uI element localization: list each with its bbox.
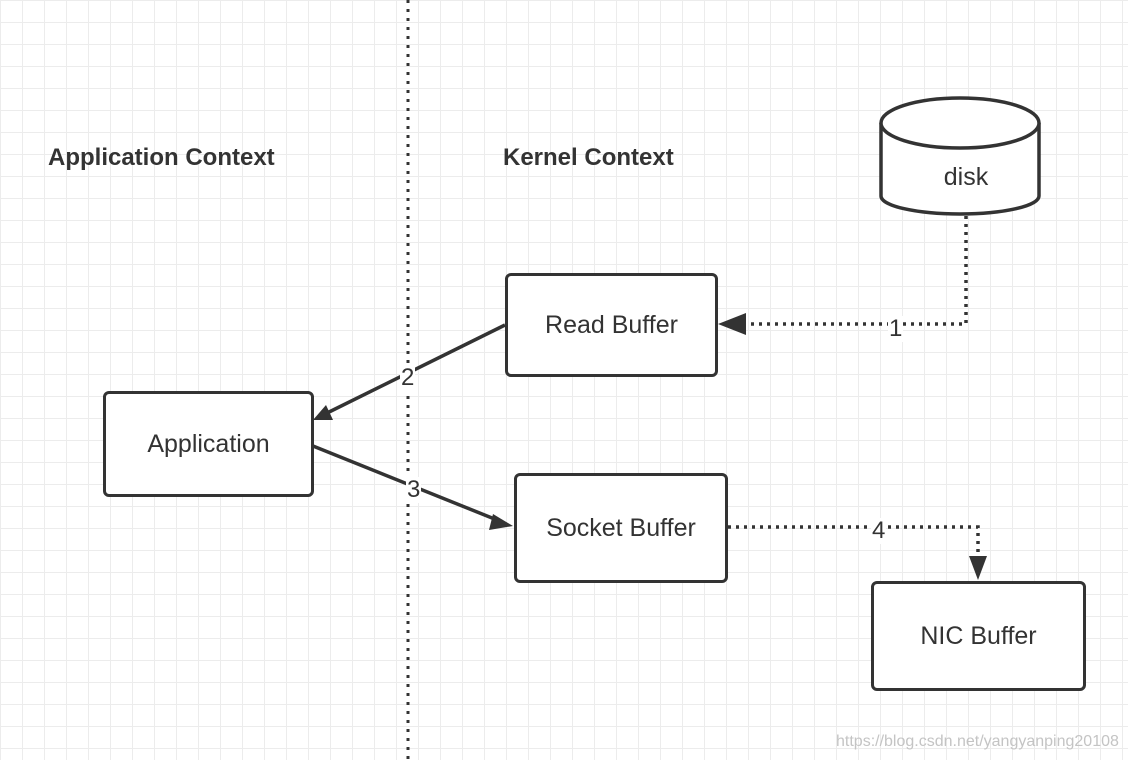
edge-socket-buffer-to-nic-buffer: [728, 525, 980, 562]
edge-disk-to-read-buffer: [730, 216, 968, 326]
watermark-url: https://blog.csdn.net/yangyanping20108: [836, 733, 1119, 750]
edge-read-buffer-to-application-arrowhead: [313, 405, 333, 420]
edge-label-3: 3: [406, 476, 422, 503]
socket-buffer-label: Socket Buffer: [546, 513, 696, 542]
read-buffer-label: Read Buffer: [545, 310, 678, 339]
disk-label: disk: [943, 163, 989, 191]
kernel-context-label: Kernel Context: [503, 144, 674, 171]
edge-disk-to-read-buffer-arrowhead: [718, 313, 746, 335]
application-context-label: Application Context: [48, 144, 275, 171]
nic-buffer-label: NIC Buffer: [920, 621, 1037, 650]
nic-buffer-node: NIC Buffer: [871, 581, 1086, 691]
disk-cylinder: [879, 96, 1041, 216]
edge-application-to-socket-buffer-arrowhead: [489, 514, 513, 530]
socket-buffer-node: Socket Buffer: [514, 473, 728, 583]
application-node: Application: [103, 391, 314, 497]
edge-socket-buffer-to-nic-buffer-arrowhead: [969, 556, 987, 580]
read-buffer-node: Read Buffer: [505, 273, 718, 377]
edge-label-2: 2: [400, 364, 416, 391]
application-label: Application: [147, 429, 270, 458]
edge-label-4: 4: [871, 517, 887, 544]
edge-label-1: 1: [888, 315, 904, 342]
